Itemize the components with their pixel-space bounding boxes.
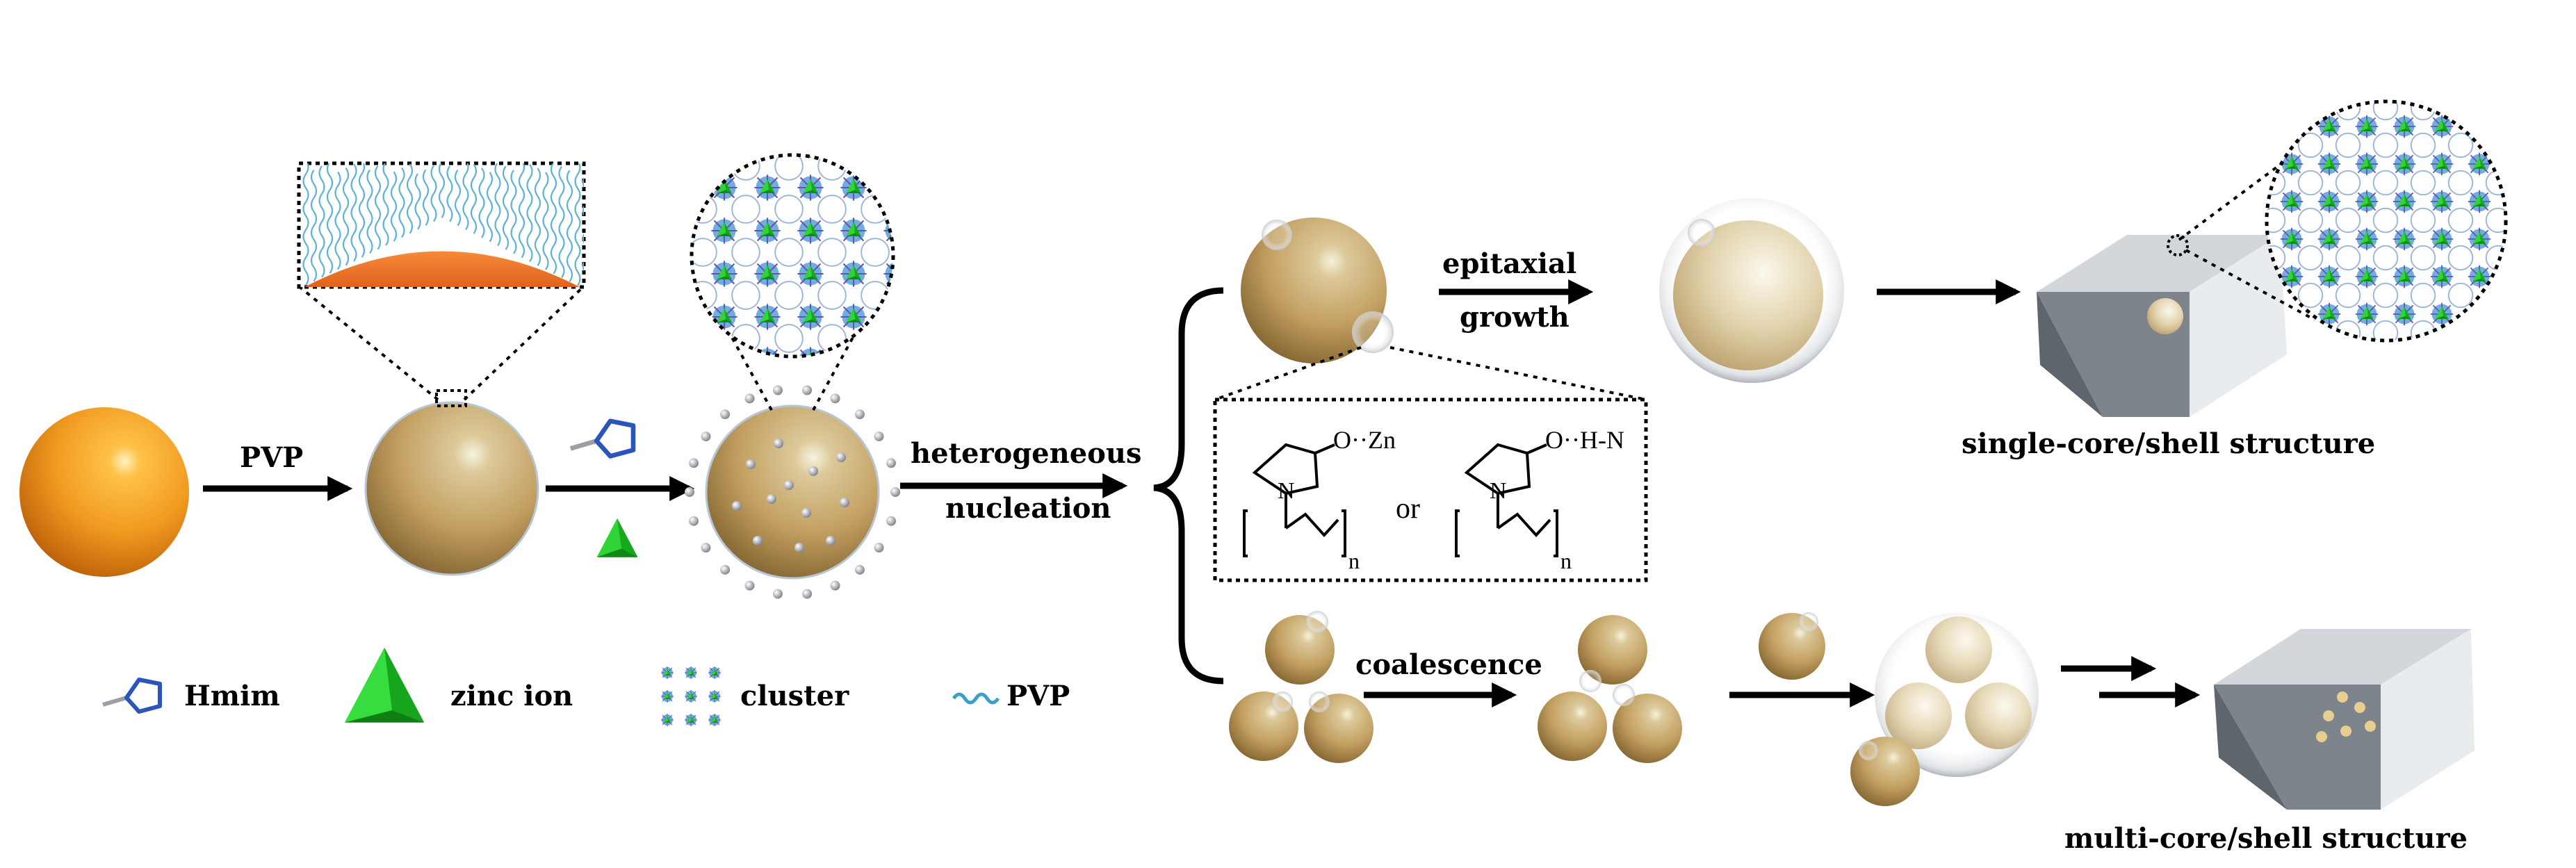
multi-core-aggregate xyxy=(1759,612,2039,806)
heterogeneous-label: heterogeneous xyxy=(911,437,1141,470)
growth-label: growth xyxy=(1460,301,1570,334)
single-core-particle xyxy=(2147,298,2183,334)
single-core-zif-crystal xyxy=(2037,235,2287,417)
pvp-chains xyxy=(302,163,584,286)
zn-bond-label: O··Zn xyxy=(1333,426,1396,454)
legend-hmim-icon xyxy=(103,680,160,712)
pvp-layer-zoom xyxy=(297,161,586,289)
multi-core-label: multi-core/shell structure xyxy=(2064,822,2468,855)
bare-core-sphere xyxy=(19,407,189,577)
coalescence-label: coalescence xyxy=(1355,648,1542,681)
zoom-line-bond-left xyxy=(1214,346,1362,401)
legend-pvp-label: PVP xyxy=(1006,680,1070,712)
pvp-interaction-box: N O··Zn n or N O··H-N n xyxy=(1213,398,1648,582)
left-n-atom: N xyxy=(1278,478,1295,504)
hmim-above-arrow xyxy=(571,421,633,457)
right-subscript: n xyxy=(1560,548,1572,573)
zif-lattice-zoom xyxy=(2265,99,2508,343)
right-n-atom: N xyxy=(1490,478,1507,504)
branch-brace xyxy=(1153,287,1224,685)
nucleated-particles-group xyxy=(1229,611,1373,763)
legend-zinc-label: zinc ion xyxy=(450,680,573,712)
hn-bond-label: O··H-N xyxy=(1545,426,1624,454)
zoom-line-bond-right xyxy=(1389,346,1647,401)
pvp-orange-layer xyxy=(304,251,580,287)
single-core-label: single-core/shell structure xyxy=(1962,427,2375,460)
core-shell-nucleus xyxy=(1688,219,1715,247)
multi-core-zif-crystal xyxy=(2214,629,2475,810)
zoom-line-right xyxy=(463,285,585,401)
legend: Hmim zinc ion cluster PVP xyxy=(103,647,1070,726)
nucleated-core-sphere xyxy=(1241,218,1387,363)
nucleus-bubble-top xyxy=(1262,220,1292,250)
left-subscript: n xyxy=(1348,548,1360,573)
zoom-line-left xyxy=(297,285,439,401)
nucleation-label: nucleation xyxy=(945,492,1111,525)
core-shell-particle-core xyxy=(1673,220,1823,370)
epitaxial-label: epitaxial xyxy=(1442,247,1576,280)
zinc-below-arrow xyxy=(596,518,638,557)
zoom-line-crystal-left xyxy=(2178,162,2283,241)
nucleus-bubble-side xyxy=(1352,311,1394,353)
legend-zinc-icon xyxy=(344,647,425,723)
pvp-chain-icon xyxy=(952,692,1000,705)
legend-cluster-icon xyxy=(661,666,721,726)
pvp-arrow-label: PVP xyxy=(240,441,303,474)
coalesced-particles-group xyxy=(1538,615,1682,763)
pvp-coated-core-sphere xyxy=(364,401,539,576)
legend-cluster-label: cluster xyxy=(740,680,849,712)
pvp-hmim-structure xyxy=(1455,443,1558,557)
zoom-marker-crystal xyxy=(2167,234,2189,256)
multi-cores xyxy=(2316,691,2376,742)
cluster-zoom xyxy=(690,153,895,359)
legend-hmim-label: Hmim xyxy=(184,680,280,712)
or-label: or xyxy=(1396,493,1420,525)
nucleation-core-sphere xyxy=(705,404,880,580)
pvp-zn-structure xyxy=(1243,443,1346,557)
